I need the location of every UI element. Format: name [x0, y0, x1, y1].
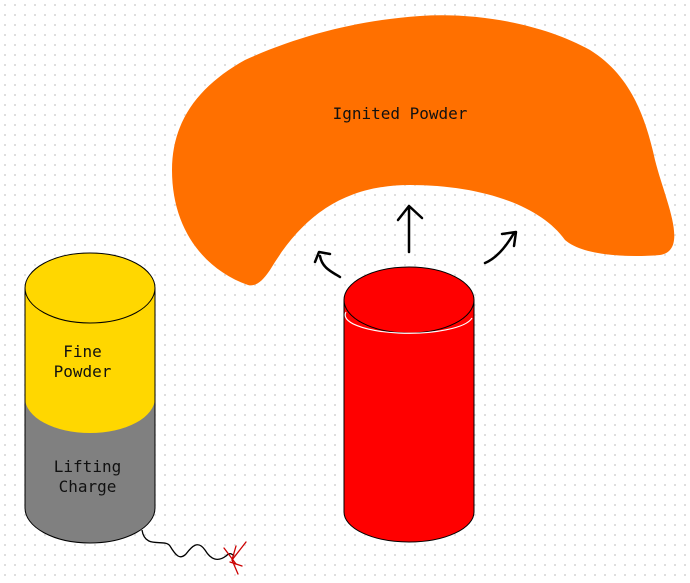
red-canister-top: [343, 266, 475, 334]
fuse-wire: [141, 529, 235, 561]
label-ignited-powder: Ignited Powder: [300, 104, 500, 124]
label-ignited-powder-text: Ignited Powder: [332, 104, 468, 123]
label-lifting-charge: Lifting Charge: [25, 457, 150, 497]
red-canister-rim: [344, 311, 473, 334]
label-lifting-charge-line2: Charge: [58, 477, 117, 496]
red-canister-body: [343, 299, 475, 543]
arrow-right: [483, 230, 518, 265]
fuse-spark-icon: [223, 541, 247, 575]
arrow-up: [396, 204, 424, 254]
shell-canister: [24, 252, 156, 544]
fine-powder-section: [25, 288, 155, 433]
arrows: [313, 204, 518, 279]
label-fine-powder: Fine Powder: [25, 342, 140, 382]
shell-canister-outline: [24, 288, 156, 544]
label-fine-powder-line2: Powder: [53, 362, 112, 381]
red-canister: [343, 266, 475, 543]
lifting-charge-section: [25, 400, 155, 543]
label-fine-powder-line1: Fine: [63, 342, 102, 361]
arrow-left: [313, 250, 342, 279]
ignited-powder-cloud: [172, 15, 675, 286]
shell-canister-top: [24, 252, 156, 324]
label-lifting-charge-line1: Lifting: [53, 457, 122, 476]
